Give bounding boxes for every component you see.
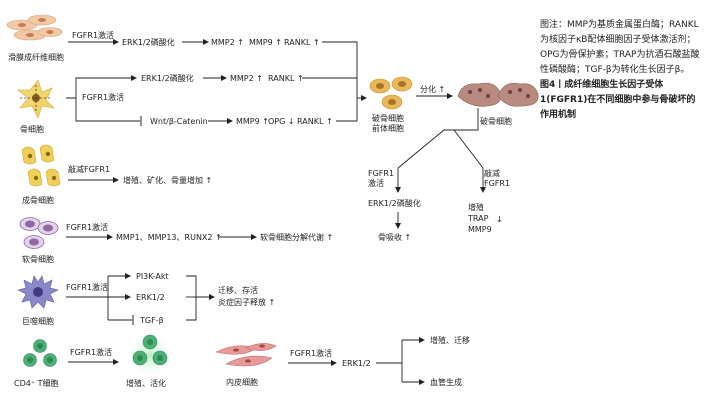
synovial-out-rankl: RANKL ↑	[284, 38, 320, 47]
osteoclast-right-title2: FGFR1	[484, 179, 510, 188]
endothelial-result-2: 血管生成	[430, 377, 462, 387]
synovial-to-precursor-line	[322, 41, 358, 82]
osteoclast-right-out3: MMP9	[468, 225, 492, 234]
synovial-activation: FGFR1激活	[72, 30, 114, 40]
osteoclast-right-title1: 敲减	[484, 168, 500, 178]
osteoclast-right-out2: TRAP	[467, 214, 489, 223]
figure-caption: 图注：MMP为基质金属蛋白酶；RANKL为核因子κB配体细胞因子受体激活剂；OP…	[540, 18, 700, 123]
t-cell-activation: FGFR1激活	[70, 347, 112, 357]
osteoclast-icon	[457, 82, 539, 107]
chondrocyte-icon	[19, 217, 59, 249]
synovial-cell-label: 滑膜成纤维细胞	[8, 52, 64, 62]
chondrocyte-genes: MMP1、MMP13、RUNX2 ↑	[116, 233, 222, 242]
osteoclast-left-title1: FGFR1	[368, 169, 394, 178]
osteoclast-label: 破骨细胞	[480, 116, 512, 126]
osteoclast-branch-left	[397, 108, 479, 169]
chondrocyte-cell-label: 软骨细胞	[22, 254, 54, 264]
macrophage-path1: PI3K-Akt	[136, 272, 169, 281]
endothelial-cell-label: 内皮细胞	[226, 377, 258, 387]
t-cell-result: 增殖、活化	[126, 378, 166, 388]
t-cell-label: CD4⁺ T细胞	[14, 378, 59, 388]
osteocyte-lower-to-merge	[336, 82, 358, 122]
differentiation-label: 分化 ↑	[420, 84, 445, 94]
macrophage-path2: ERK1/2	[136, 293, 165, 302]
macrophage-bracket	[186, 275, 197, 321]
precursor-label-1: 破骨细胞	[372, 113, 404, 123]
osteoclast-branch-right	[453, 129, 484, 169]
macrophage-cell-label: 巨噬细胞	[22, 316, 54, 326]
t-cell-icon	[23, 339, 57, 367]
macrophage-result-1: 迁移、存活	[218, 285, 258, 295]
osteocyte-lower-pathway: Wnt/β-Catenin	[150, 117, 208, 126]
osteocyte-cell-label: 骨细胞	[20, 124, 44, 134]
endothelial-pathway: ERK1/2	[342, 359, 371, 368]
macrophage-path3: TGF-β	[139, 316, 164, 325]
macrophage-icon	[17, 275, 59, 309]
caption-legend: 图注：MMP为基质金属蛋白酶；RANKL为核因子κB配体细胞因子受体激活剂；OP…	[540, 20, 700, 75]
endothelial-result-1: 增殖、迁移	[430, 335, 470, 345]
osteocyte-upper-rankl: RANKL ↑	[268, 74, 304, 83]
endothelial-cell-icon	[215, 343, 277, 367]
macrophage-activation: FGFR1激活	[66, 282, 108, 292]
osteoclast-left-result: 骨吸收 ↑	[378, 232, 411, 242]
osteocyte-activation: FGFR1激活	[82, 92, 124, 102]
osteocyte-upper-mmp2: MMP2 ↑	[230, 74, 263, 83]
endothelial-activation: FGFR1激活	[290, 348, 332, 358]
osteocyte-lower-line	[75, 98, 140, 122]
synovial-out-mmp9: MMP9 ↑	[249, 38, 282, 47]
osteoblast-result: 增殖、矿化、骨量增加 ↑	[123, 175, 212, 185]
osteoclast-precursor-icon	[369, 76, 413, 110]
osteoclast-right-out1: 增殖	[468, 202, 484, 212]
osteocyte-lower-opg: OPG ↓	[268, 117, 295, 126]
figure-title: 图4丨成纤维细胞生长因子受体1(FGFR1)在不同细胞中参与骨破坏的作用机制	[540, 80, 696, 120]
osteocyte-upper-pathway: ERK1/2磷酸化	[141, 73, 194, 83]
osteoclast-left-title2: 激活	[368, 178, 384, 188]
precursor-label-2: 前体细胞	[372, 123, 404, 133]
macrophage-result-2: 炎症因子释放 ↑	[218, 297, 275, 307]
osteocyte-lower-rankl: RANKL ↑	[297, 117, 333, 126]
osteocyte-lower-mmp9: MMP9 ↑	[236, 117, 269, 126]
chondrocyte-result: 软骨细胞分解代谢 ↑	[260, 232, 333, 242]
osteocyte-upper-line	[66, 75, 137, 99]
activated-t-cell-icon	[126, 331, 174, 379]
osteoblast-knockdown: 敲减FGFR1	[68, 164, 110, 174]
osteoclast-left-pathway: ERK1/2磷酸化	[368, 198, 421, 208]
osteocyte-icon	[17, 79, 55, 119]
synovial-fibroblast-icon	[6, 14, 63, 41]
synovial-pathway: ERK1/2磷酸化	[122, 37, 175, 47]
osteoblast-icon	[21, 144, 61, 187]
osteoblast-cell-label: 成骨细胞	[22, 195, 54, 205]
chondrocyte-activation: FGFR1激活	[66, 222, 108, 232]
osteoclast-right-down-arrow: ↓	[496, 215, 503, 224]
synovial-out-mmp2: MMP2 ↑	[211, 38, 244, 47]
